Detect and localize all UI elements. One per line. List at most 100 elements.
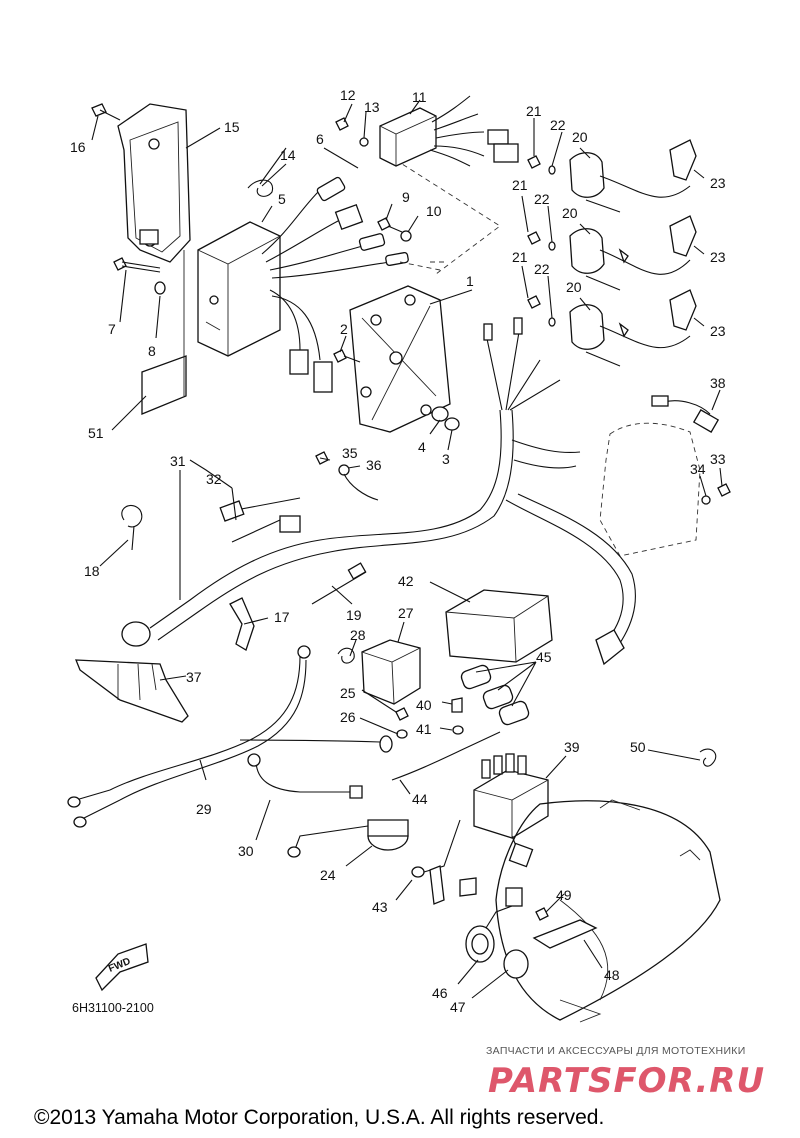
engine-block-outline — [599, 422, 701, 557]
callout-36: 36 — [366, 457, 382, 473]
cdi-unit-5 — [197, 221, 281, 357]
callout-12: 12 — [340, 87, 356, 103]
callout-41: 41 — [416, 721, 432, 737]
clamp-14 — [247, 179, 274, 197]
tie-19 — [311, 562, 367, 605]
bolt-2 — [333, 349, 361, 363]
clip-50 — [699, 748, 717, 767]
callout-46: 46 — [432, 985, 448, 1001]
bolt-40-washer-41 — [451, 697, 464, 735]
cover-42 — [445, 589, 553, 663]
holder-17 — [229, 597, 255, 651]
callout-4: 4 — [418, 439, 426, 455]
bolt-25-washer-26 — [395, 707, 409, 739]
seal-47 — [503, 949, 529, 979]
callout-42: 42 — [398, 573, 414, 589]
callout-34: 34 — [690, 461, 706, 477]
battery-cable-30 — [247, 753, 363, 799]
copyright-notice: ©2013 Yamaha Motor Corporation, U.S.A. A… — [34, 1106, 604, 1129]
bolt-12 — [335, 117, 349, 131]
callout-47: 47 — [450, 999, 466, 1015]
clips-43-area — [429, 865, 477, 905]
callout-48: 48 — [604, 967, 620, 983]
washer-13 — [359, 137, 369, 147]
cdi-wiring-harness — [261, 176, 409, 393]
cover-27 — [361, 639, 421, 705]
callout-8: 8 — [148, 343, 156, 359]
callout-29: 29 — [196, 801, 212, 817]
callout-25: 25 — [340, 685, 356, 701]
callout-22c: 22 — [534, 261, 550, 277]
callout-44: 44 — [412, 791, 428, 807]
callout-27: 27 — [398, 605, 414, 621]
wire-harness-31 — [121, 317, 636, 666]
watermark: ЗАПЧАСТИ И АКСЕССУАРЫ ДЛЯ МОТОТЕХНИКИ PA… — [486, 1045, 765, 1101]
watermark-tagline: ЗАПЧАСТИ И АКСЕССУАРЫ ДЛЯ МОТОТЕХНИКИ — [486, 1045, 746, 1057]
callout-23b: 23 — [710, 249, 726, 265]
callout-43: 43 — [372, 899, 388, 915]
caps-45 — [460, 664, 530, 726]
callout-37: 37 — [186, 669, 202, 685]
grommet-46 — [465, 887, 523, 963]
callout-9: 9 — [402, 189, 410, 205]
callout-13: 13 — [364, 99, 380, 115]
bolt-16 — [91, 103, 121, 121]
fwd-arrow-icon: FWD — [95, 943, 149, 992]
callout-23a: 23 — [710, 175, 726, 191]
dashed-wire-route — [379, 149, 501, 275]
callout-49: 49 — [556, 887, 572, 903]
grommet-4 — [431, 406, 449, 422]
callout-20a: 20 — [572, 129, 588, 145]
holder-37 — [75, 659, 189, 723]
callout-24: 24 — [320, 867, 336, 883]
callout-35: 35 — [342, 445, 358, 461]
callout-18: 18 — [84, 563, 100, 579]
callout-17: 17 — [274, 609, 290, 625]
callout-51: 51 — [88, 425, 104, 441]
callout-7: 7 — [108, 321, 116, 337]
callout-6: 6 — [316, 131, 324, 147]
callout-28: 28 — [350, 627, 366, 643]
callout-11: 11 — [412, 89, 427, 105]
collar-3 — [444, 417, 460, 431]
callout-40: 40 — [416, 697, 432, 713]
callout-23c: 23 — [710, 323, 726, 339]
clip-28 — [337, 647, 355, 664]
rectifier-regulator-11 — [379, 95, 519, 167]
ignition-coils-20 — [569, 139, 697, 367]
lead-44 — [391, 731, 501, 781]
callout-20c: 20 — [566, 279, 582, 295]
starter-relay-24 — [287, 819, 409, 858]
bolt-7 — [113, 257, 161, 273]
callout-45: 45 — [536, 649, 552, 665]
callout-31: 31 — [170, 453, 186, 469]
callout-22a: 22 — [550, 117, 566, 133]
leader-lines — [91, 99, 723, 999]
callout-5: 5 — [278, 191, 286, 207]
callout-30: 30 — [238, 843, 254, 859]
bolts-21-washers-22 — [527, 155, 556, 327]
callout-19: 19 — [346, 607, 362, 623]
callout-14: 14 — [280, 147, 296, 163]
watermark-logo: PARTSFOR.RU — [488, 1061, 765, 1101]
washer-8 — [154, 281, 166, 295]
bolt-33-washer-34 — [701, 483, 731, 505]
callout-39: 39 — [564, 739, 580, 755]
callout-22b: 22 — [534, 191, 550, 207]
plate-51 — [141, 250, 187, 415]
callout-3: 3 — [442, 451, 450, 467]
clamp-18 — [121, 505, 143, 551]
cdi-cover-15 — [117, 103, 191, 263]
callout-16: 16 — [70, 139, 86, 155]
bottom-cowling — [495, 799, 721, 1023]
callout-1: 1 — [466, 273, 474, 289]
sensor-38 — [651, 395, 720, 433]
bolt-9 — [377, 217, 403, 233]
callout-15: 15 — [224, 119, 240, 135]
bracket-1 — [349, 285, 451, 433]
callout-21c: 21 — [512, 249, 528, 265]
callout-labels: 1 2 3 4 5 6 7 8 9 10 11 12 13 14 15 16 1… — [70, 87, 726, 1015]
callout-26: 26 — [340, 709, 356, 725]
fuse-box-39 — [473, 753, 549, 868]
